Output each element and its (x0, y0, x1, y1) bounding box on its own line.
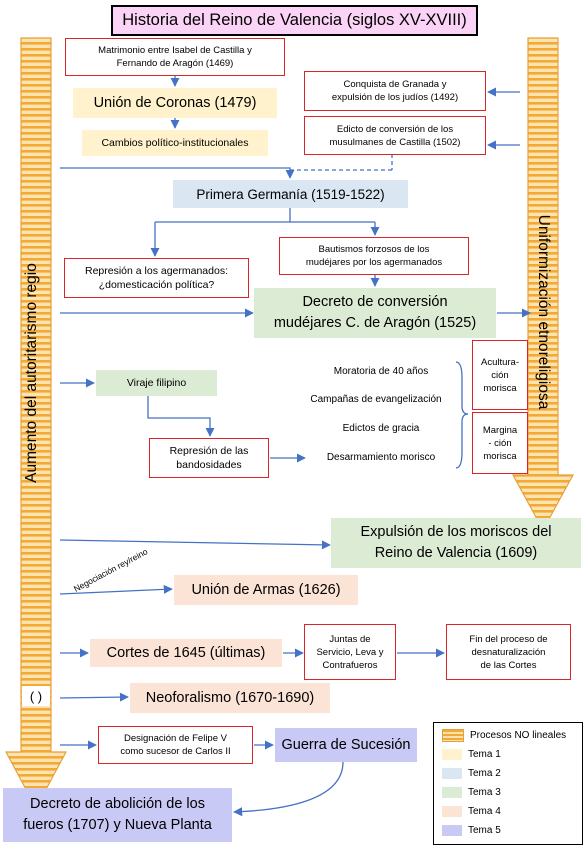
fin-proceso-box: Fin del proceso de desnaturalización de … (446, 624, 571, 680)
juntas-box: Juntas de Servicio, Leva y Contrafueros (304, 624, 396, 680)
measure-moratoria: Moratoria de 40 años (333, 366, 429, 377)
legend-label: Tema 3 (468, 787, 501, 798)
page-title: Historia del Reino de Valencia (siglos X… (111, 5, 478, 36)
arrow-left-to-expulsion (59, 539, 331, 550)
expulsion-moriscos-box: Expulsión de los moriscos del Reino de V… (331, 518, 581, 568)
primera-germania-box: Primera Germanía (1519-1522) (173, 180, 408, 208)
legend-item-procesos: Procesos NO lineales (442, 729, 566, 742)
legend-label: Tema 1 (468, 749, 501, 760)
legend-item-tema1: Tema 1 (442, 748, 501, 761)
left-orange-process-arrow (4, 37, 68, 810)
legend-swatch (442, 729, 464, 742)
legend-item-tema2: Tema 2 (442, 767, 501, 780)
represion-agermanados-box: Represión a los agermanados: ¿domesticac… (64, 258, 249, 298)
viraje-filipino-box: Viraje filipino (96, 370, 217, 396)
arrow-left-to-union-armas (59, 584, 173, 595)
measure-edictos-gracia: Edictos de gracia (342, 423, 420, 434)
matrimonio-box: Matrimonio entre Isabel de Castilla y Fe… (65, 38, 285, 76)
legend-item-tema5: Tema 5 (442, 824, 501, 837)
cambios-box: Cambios político-institucionales (82, 130, 268, 156)
measure-campanas: Campañas de evangelización (310, 394, 442, 405)
represion-bandosidades-box: Represión de las bandosidades (149, 438, 269, 478)
legend: Procesos NO lineales Tema 1 Tema 2 Tema … (433, 722, 583, 845)
bautismos-box: Bautismos forzosos de los mudéjares por … (279, 237, 469, 275)
arrow-left-to-neoforalismo (59, 692, 129, 702)
designacion-box: Designación de Felipe V como sucesor de … (98, 726, 253, 764)
right-process-label: Uniformización etnoreligiosa (535, 214, 552, 410)
right-orange-process-arrow (511, 37, 575, 532)
legend-label: Tema 2 (468, 768, 501, 779)
cortes-1645-box: Cortes de 1645 (últimas) (90, 639, 282, 667)
union-armas-box: Unión de Armas (1626) (174, 575, 358, 605)
aculturacion-morisca-box: Acultura- ción morisca (472, 340, 528, 410)
union-coronas-box: Unión de Coronas (1479) (73, 88, 277, 118)
guerra-sucesion-box: Guerra de Sucesión (275, 728, 417, 762)
line-viraje-down (147, 396, 215, 437)
decreto-conversion-box: Decreto de conversión mudéjares C. de Ar… (254, 288, 496, 338)
decreto-abolicion-box: Decreto de abolición de los fueros (1707… (3, 788, 232, 842)
legend-swatch (442, 825, 462, 836)
edicto-castilla-box: Edicto de conversión de los musulmanes d… (304, 116, 486, 155)
marginacion-morisca-box: Margina - ción morisca (472, 412, 528, 474)
conquista-granada-box: Conquista de Granada y expulsión de los … (304, 71, 486, 111)
left-process-label: Aumento del autoritarismo regio (23, 263, 40, 483)
legend-swatch (442, 768, 462, 779)
legend-swatch (442, 787, 462, 798)
arrow-guerra-decreto (233, 761, 344, 817)
legend-swatch (442, 749, 462, 760)
legend-label: Procesos NO lineales (470, 730, 567, 741)
paren-label: ( ) (22, 686, 50, 706)
measure-desarmamiento: Desarmamiento morisco (326, 452, 436, 463)
line-row-168 (60, 167, 291, 176)
legend-swatch (442, 806, 462, 817)
neoforalismo-box: Neoforalismo (1670-1690) (130, 683, 330, 713)
legend-item-tema3: Tema 3 (442, 786, 501, 799)
legend-label: Tema 5 (468, 825, 501, 836)
legend-item-tema4: Tema 4 (442, 805, 501, 818)
brace-measures (455, 361, 469, 469)
legend-label: Tema 4 (468, 806, 501, 817)
